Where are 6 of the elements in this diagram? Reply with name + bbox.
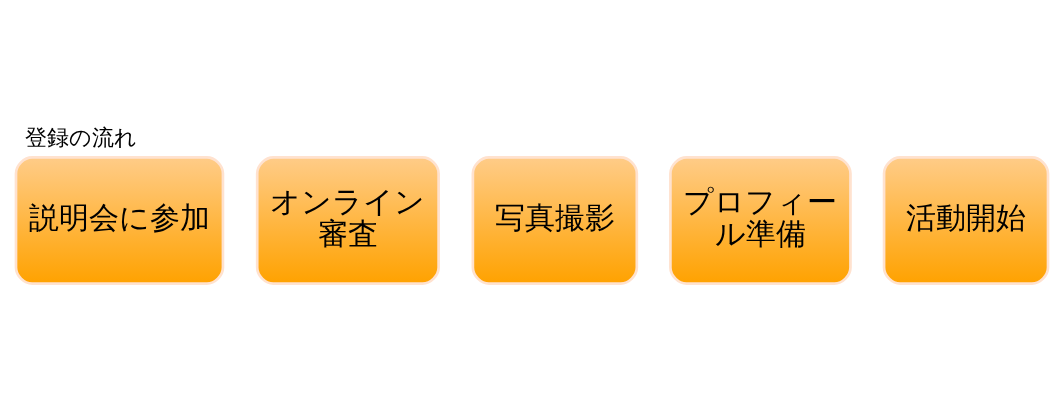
node-box: 活動開始 xyxy=(882,155,1050,285)
node-box: オンライン審査 xyxy=(255,155,440,285)
node-box: プロフィール準備 xyxy=(669,155,852,285)
diagram-title: 登録の流れ xyxy=(25,124,138,150)
node-box: 説明会に参加 xyxy=(14,155,225,285)
node-box: 写真撮影 xyxy=(471,155,639,285)
